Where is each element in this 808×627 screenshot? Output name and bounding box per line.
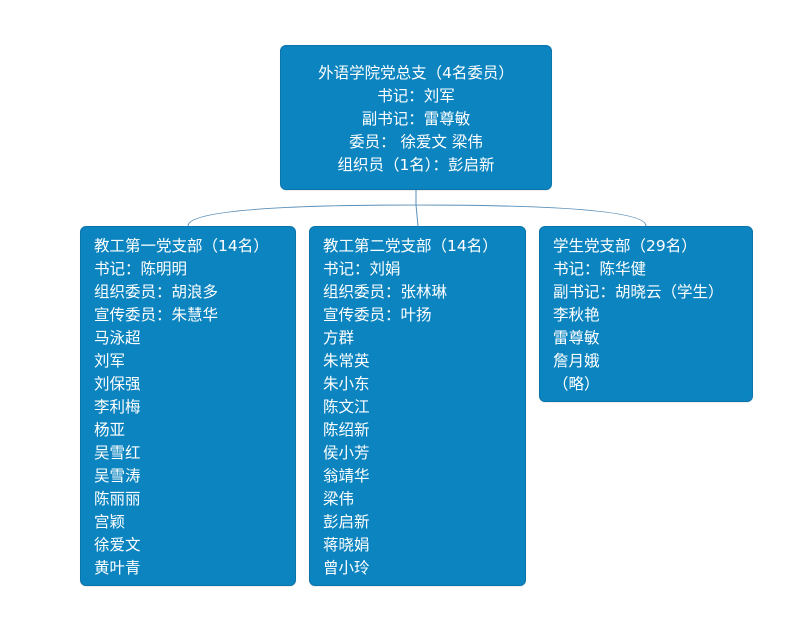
branch-title: 学生党支部（29名） xyxy=(553,237,697,255)
member-name: 朱常英 xyxy=(323,352,370,370)
branch-secretary: 书记：陈明明 xyxy=(94,260,188,278)
root-node-party-general-branch[interactable]: 外语学院党总支（4名委员） 书记：刘军 副书记：雷尊敏 委员： 徐爱文 梁伟 组… xyxy=(280,45,552,190)
member-name: 李秋艳 xyxy=(553,306,600,324)
member-name: 陈文江 xyxy=(323,398,370,416)
member-name: 杨亚 xyxy=(94,421,126,439)
branch-organization-member: 组织委员：胡浪多 xyxy=(94,283,219,301)
member-name: 雷尊敏 xyxy=(553,329,600,347)
member-name: 翁靖华 xyxy=(323,467,370,485)
branch-node-student[interactable]: 学生党支部（29名） 书记：陈华健 副书记：胡晓云（学生） 李秋艳 雷尊敏 詹月… xyxy=(539,226,753,402)
member-name: 吴雪涛 xyxy=(94,467,141,485)
member-name: 彭启新 xyxy=(323,513,370,531)
branch-node-faculty-1[interactable]: 教工第一党支部（14名） 书记：陈明明 组织委员：胡浪多 宣传委员：朱慧华 马泳… xyxy=(80,226,296,586)
member-name: 刘保强 xyxy=(94,375,141,393)
root-organizer: 组织员（1名）：彭启新 xyxy=(337,156,495,174)
member-name: 宫颖 xyxy=(94,513,126,531)
member-name: 徐爱文 xyxy=(94,536,141,554)
branch-title: 教工第二党支部（14名） xyxy=(323,237,498,255)
member-name: 侯小芳 xyxy=(323,444,370,462)
connector-root-to-branch-1 xyxy=(187,190,417,227)
member-name: 朱小东 xyxy=(323,375,370,393)
member-name: 马泳超 xyxy=(94,329,141,347)
member-name: 方群 xyxy=(323,329,355,347)
branch-title: 教工第一党支部（14名） xyxy=(94,237,269,255)
branch-secretary: 书记：陈华健 xyxy=(553,260,647,278)
member-name: 李利梅 xyxy=(94,398,141,416)
member-name: 刘军 xyxy=(94,352,126,370)
member-name: 蒋晓娟 xyxy=(323,536,370,554)
root-deputy-secretary: 副书记：雷尊敏 xyxy=(361,110,471,128)
member-name: 梁伟 xyxy=(323,490,355,508)
branch-organization-member: 组织委员：张林琳 xyxy=(323,283,448,301)
branch-secretary: 书记：刘娟 xyxy=(323,260,401,278)
member-name: 吴雪红 xyxy=(94,444,141,462)
root-members: 委员： 徐爱文 梁伟 xyxy=(349,133,483,151)
member-name: 陈丽丽 xyxy=(94,490,141,508)
branch-node-faculty-2[interactable]: 教工第二党支部（14名） 书记：刘娟 组织委员：张林琳 宣传委员：叶扬 方群 朱… xyxy=(309,226,526,586)
member-name: 陈绍新 xyxy=(323,421,370,439)
connector-root-to-branch-3 xyxy=(415,190,647,227)
member-name: 詹月娥 xyxy=(553,352,600,370)
branch-deputy-secretary: 副书记：胡晓云（学生） xyxy=(553,283,724,301)
branch-publicity-member: 宣传委员：朱慧华 xyxy=(94,306,219,324)
branch-publicity-member: 宣传委员：叶扬 xyxy=(323,306,432,324)
root-title: 外语学院党总支（4名委员） xyxy=(318,64,514,82)
root-secretary: 书记：刘军 xyxy=(377,87,455,105)
member-name: 曾小玲 xyxy=(323,559,370,577)
omitted-note: （略） xyxy=(553,375,600,393)
member-name: 黄叶青 xyxy=(94,559,141,577)
